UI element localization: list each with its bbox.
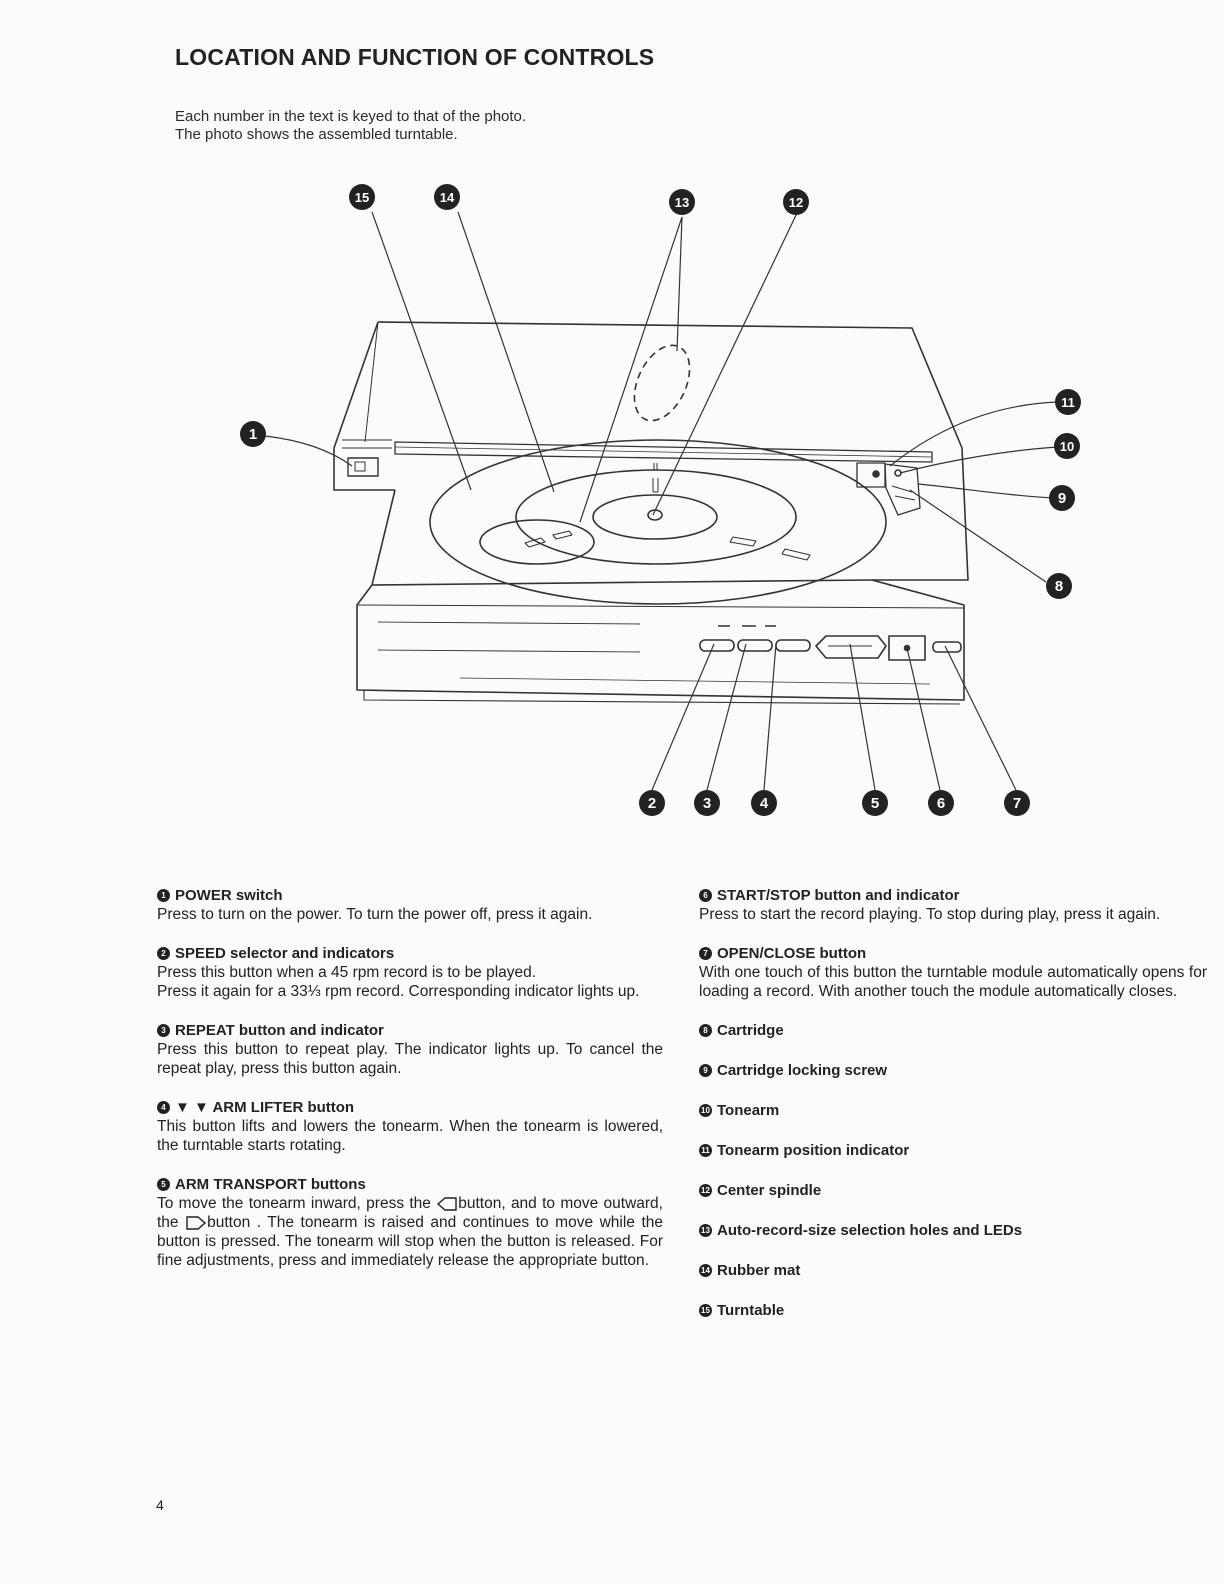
svg-text:7: 7 [1013, 795, 1021, 812]
entry-text: Press this button when a 45 rpm record i… [157, 964, 537, 981]
svg-text:1: 1 [249, 426, 257, 443]
marker-11: 11 [1055, 389, 1081, 415]
svg-text:3: 3 [703, 795, 711, 812]
svg-text:12: 12 [789, 195, 803, 210]
inward-button-icon [437, 1197, 457, 1211]
svg-text:14: 14 [440, 190, 455, 205]
entry-text: To move the tonearm inward, press the bu… [157, 1195, 663, 1269]
intro-text: Each number in the text is keyed to that… [175, 108, 526, 144]
marker-12: 12 [783, 189, 809, 215]
svg-text:6: 6 [937, 795, 945, 812]
svg-text:5: 5 [871, 795, 879, 812]
marker-14: 14 [434, 184, 460, 210]
platter-shape [429, 439, 887, 605]
entry-text: Press to start the record playing. To st… [699, 906, 1161, 923]
turntable-diagram: 1 2 3 4 5 6 7 8 9 10 11 12 13 14 15 [240, 184, 1081, 816]
marker-7: 7 [1004, 790, 1030, 816]
marker-10: 10 [1054, 433, 1080, 459]
svg-text:4: 4 [760, 795, 769, 812]
marker-3: 3 [694, 790, 720, 816]
marker-6: 6 [928, 790, 954, 816]
intro-line-2: The photo shows the assembled turntable. [175, 126, 458, 143]
marker-9: 9 [1049, 485, 1075, 511]
entry-heading: 4▼ ▼ ARM LIFTER button [157, 1098, 663, 1117]
marker-4: 4 [751, 790, 777, 816]
svg-text:10: 10 [1060, 439, 1074, 454]
marker-13: 13 [669, 189, 695, 215]
entry-text: Press to turn on the power. To turn the … [157, 906, 593, 923]
svg-text:11: 11 [1061, 395, 1075, 410]
marker-2: 2 [639, 790, 665, 816]
outward-button-icon [186, 1216, 207, 1230]
entry-text: Press it again for a 33⅓ rpm record. Cor… [157, 983, 640, 1000]
marker-8: 8 [1046, 573, 1072, 599]
svg-text:8: 8 [1055, 578, 1063, 595]
power-switch-shape [347, 457, 379, 477]
svg-text:9: 9 [1058, 490, 1066, 507]
entry-text: With one touch of this button the turnta… [699, 964, 1207, 1000]
marker-15: 15 [349, 184, 375, 210]
entry-text: This button lifts and lowers the tonearm… [157, 1118, 663, 1154]
page-number: 4 [156, 1497, 164, 1513]
svg-text:15: 15 [355, 190, 369, 205]
intro-line-1: Each number in the text is keyed to that… [175, 108, 527, 125]
page-title: LOCATION AND FUNCTION OF CONTROLS [175, 44, 655, 70]
svg-text:13: 13 [675, 195, 689, 210]
entry-arm-lifter: 4▼ ▼ ARM LIFTER button This button lifts… [157, 1098, 663, 1155]
marker-1: 1 [240, 421, 266, 447]
marker-5: 5 [862, 790, 888, 816]
entry-text: Press this button to repeat play. The in… [157, 1041, 663, 1077]
svg-text:2: 2 [648, 795, 656, 812]
